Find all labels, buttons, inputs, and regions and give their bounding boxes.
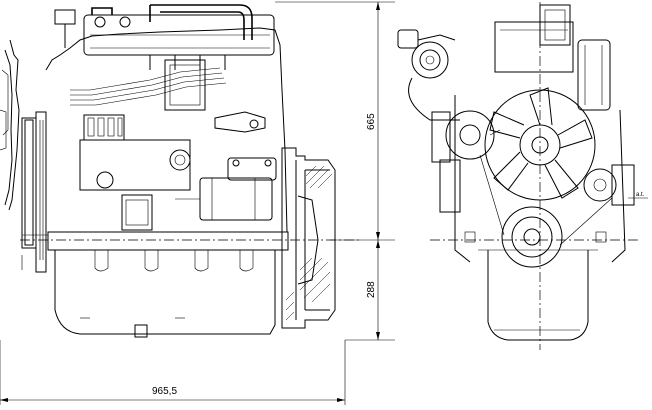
length-dimension-label: 965,5 xyxy=(152,386,177,397)
dimension-length: 965,5 xyxy=(0,340,346,405)
front-cylinder-head xyxy=(494,4,611,111)
dimension-heights: 665 288 xyxy=(275,1,395,341)
engine-front-view: a.t. xyxy=(397,2,648,350)
height-lower-label: 288 xyxy=(366,281,377,298)
height-upper-label: 665 xyxy=(366,113,377,130)
engine-side-view: 965,5 xyxy=(0,4,360,405)
front-block-outline: a.t. xyxy=(430,2,648,350)
front-pulley xyxy=(21,111,48,273)
valve-cover xyxy=(54,4,275,56)
starter-motor xyxy=(175,157,277,221)
fuel-lines xyxy=(70,55,266,133)
oil-sump xyxy=(21,250,276,338)
injection-pump xyxy=(79,114,191,231)
front-oil-sump xyxy=(464,231,607,341)
section-hatching xyxy=(285,165,333,321)
fan-side-profile xyxy=(0,39,20,211)
flywheel-housing xyxy=(281,147,336,329)
cylinder-block xyxy=(20,27,360,251)
turbocharger xyxy=(397,29,460,121)
alternator xyxy=(431,110,617,202)
side-note-label: a.t. xyxy=(636,192,645,198)
